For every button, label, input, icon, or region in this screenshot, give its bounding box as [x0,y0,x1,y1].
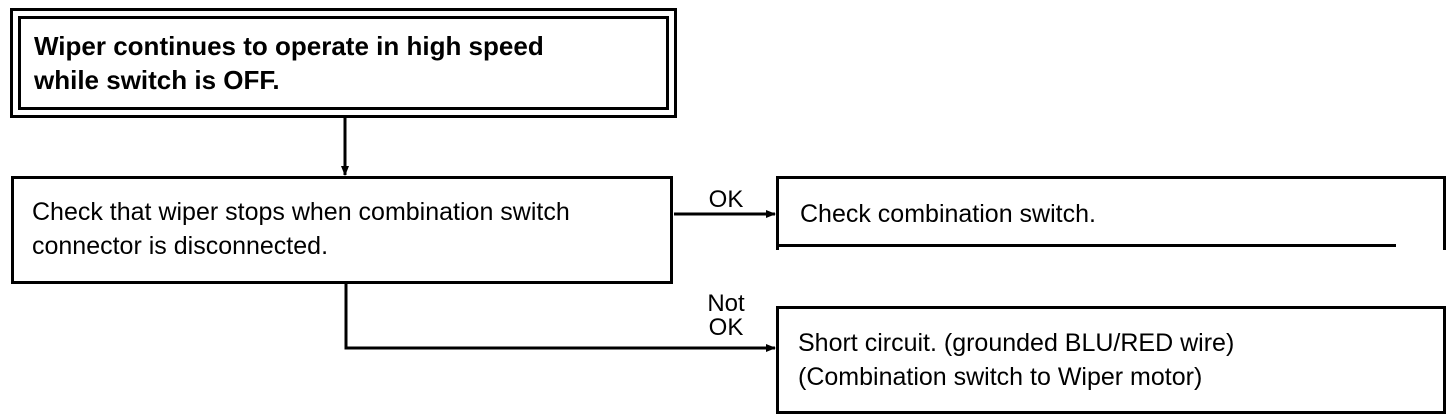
check-step-text: Check that wiper stops when combination … [32,198,570,260]
check-step-box [11,176,673,284]
not-ok-branch-label: Not OK [707,290,745,341]
not-ok-result-box [776,306,1446,414]
ok-branch-label: OK [708,186,744,213]
ok-result-box-bottom-edge [776,244,1396,247]
ok-result-box [776,176,1446,250]
connector-not-ok [344,284,776,352]
start-condition-text: Wiper continues to operate in high speed… [34,31,544,95]
start-condition-box [10,8,677,118]
ok-result-text: Check combination switch. [800,200,1096,228]
not-ok-result-text: Short circuit. (grounded BLU/RED wire) (… [798,329,1235,391]
